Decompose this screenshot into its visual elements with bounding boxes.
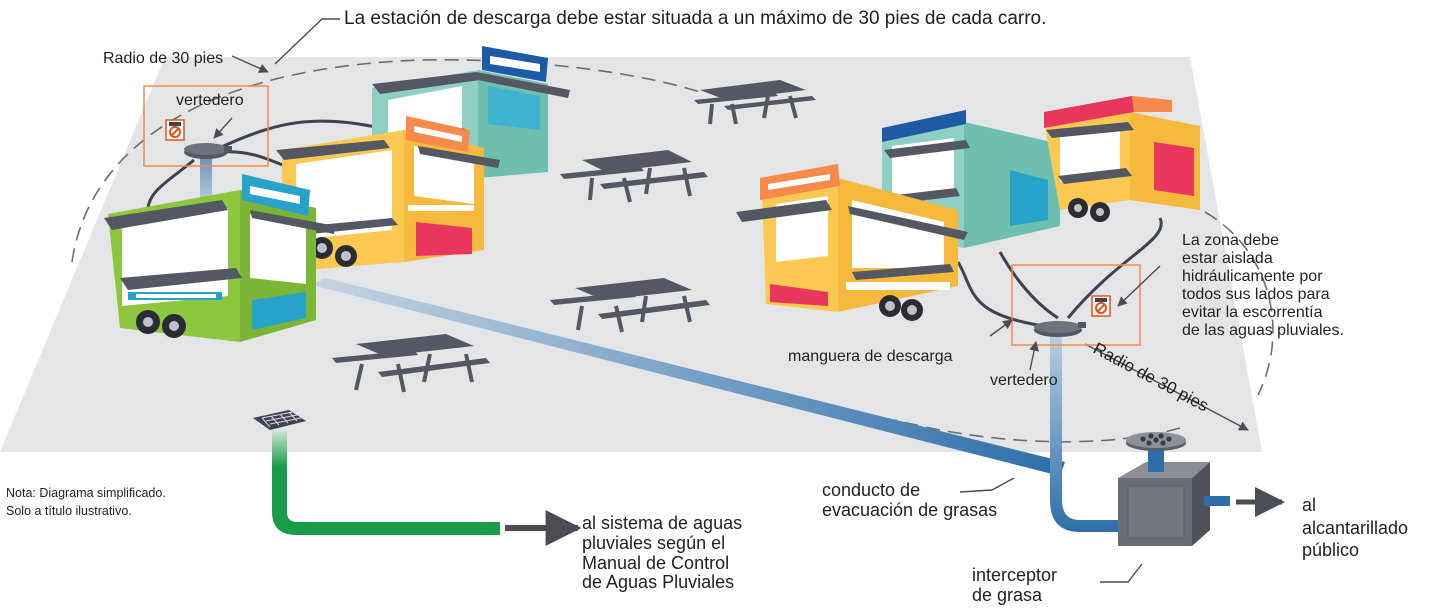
grease-pipe-leader xyxy=(959,477,1015,493)
no-stormwater-sign-right xyxy=(1091,295,1111,317)
hose xyxy=(998,251,1059,320)
disclaimer-note: Nota: Diagrama simplificado. Solo a títu… xyxy=(6,486,166,519)
hose xyxy=(956,261,1051,329)
zone-isolation-note: La zona debe estar aislada hidráulicamen… xyxy=(1182,232,1344,340)
sink-left xyxy=(184,143,232,159)
grease-interceptor-label: interceptor de grasa xyxy=(972,565,1058,605)
diagram-title: La estación de descarga debe estar situa… xyxy=(344,8,1047,29)
sink-right-leader xyxy=(1029,341,1039,371)
sink-left-leader xyxy=(213,117,233,139)
zone-note-leader xyxy=(1117,265,1161,307)
sink-label-left: vertedero xyxy=(176,92,244,109)
grease-interceptor xyxy=(1118,432,1230,546)
hose-label: manguera de descarga xyxy=(788,348,953,365)
public-sewer-label: al alcantarillado público xyxy=(1302,495,1409,560)
sink-label-right: vertedero xyxy=(990,372,1058,389)
food-cart-yellow-front-right xyxy=(736,164,968,321)
storm-pipe xyxy=(272,430,500,535)
food-cart-yellow-right xyxy=(1044,96,1200,222)
hose-leader xyxy=(989,319,1013,337)
radius-arrow-right xyxy=(1084,343,1249,431)
grease-pipe-horizontal xyxy=(312,278,1065,476)
storm-drain-grate xyxy=(253,410,307,430)
sink-right xyxy=(1034,321,1086,337)
sink-zone-right xyxy=(1011,264,1141,346)
no-stormwater-sign-left xyxy=(165,119,185,141)
sink-zone-left xyxy=(143,85,269,167)
picnic-table xyxy=(550,278,710,333)
grease-pipe-label: conducto de evacuación de grasas xyxy=(822,480,998,520)
grease-pipe-right-drop xyxy=(1050,336,1118,532)
radius-circle-left xyxy=(71,58,701,263)
storm-system-label: al sistema de aguas pluviales según el M… xyxy=(582,513,743,593)
interceptor-leader xyxy=(1100,563,1143,583)
hose xyxy=(209,119,381,154)
radius-label-left: Radio de 30 pies xyxy=(103,50,224,67)
food-cart-green xyxy=(104,174,336,342)
title-leader-line xyxy=(274,18,340,65)
picnic-table xyxy=(560,150,708,203)
picnic-table xyxy=(332,334,490,393)
picnic-table xyxy=(694,80,816,125)
hose xyxy=(1066,217,1163,319)
radius-arrow-left xyxy=(231,55,269,73)
